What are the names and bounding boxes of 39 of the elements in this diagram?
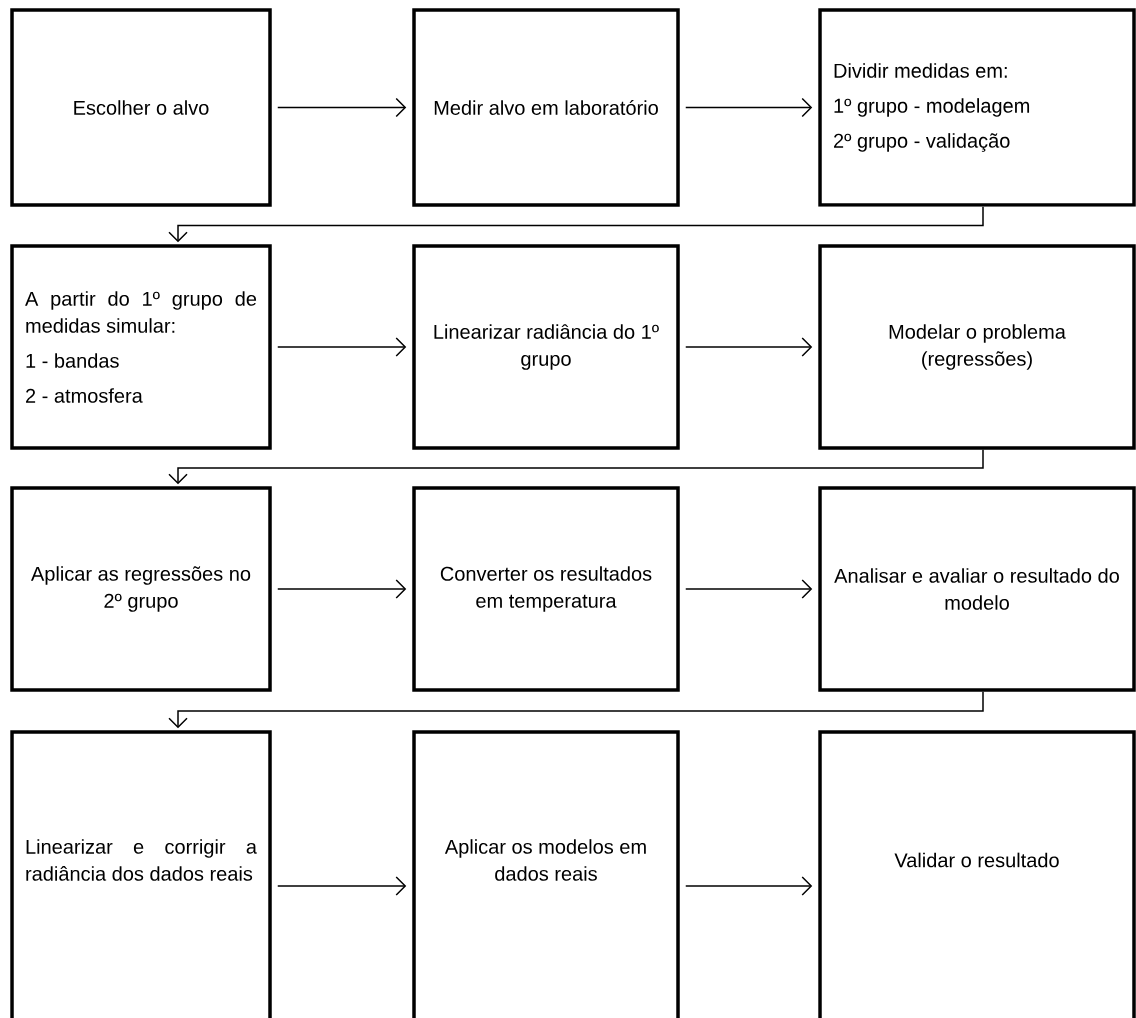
node-label: Linearizar e corrigir a radiância dos dados reais bbox=[26, 839, 257, 881]
arrow bbox=[277, 97, 407, 118]
process-box bbox=[818, 486, 1136, 692]
node-label: Converter os resultados em temperatura bbox=[440, 566, 652, 612]
node-label: 1 - bandas bbox=[26, 353, 119, 368]
process-box bbox=[818, 244, 1136, 450]
node-label: Analisar e avaliar o resultado do modelo bbox=[834, 568, 1119, 610]
arrow bbox=[685, 579, 813, 599]
process-box bbox=[818, 8, 1136, 207]
process-box bbox=[818, 730, 1136, 1018]
node-label: Validar o resultado bbox=[894, 852, 1059, 868]
arrow bbox=[277, 579, 407, 599]
arrow bbox=[685, 97, 813, 118]
node-label: Aplicar as regressões no 2º grupo bbox=[30, 566, 251, 612]
process-box bbox=[412, 730, 680, 1018]
node-label: 2 - atmosfera bbox=[26, 388, 143, 403]
process-box bbox=[10, 244, 272, 450]
node-label: Dividir medidas em: bbox=[834, 63, 1007, 78]
process-box bbox=[412, 244, 680, 450]
node-label: A partir do 1º grupo de medidas simular: bbox=[25, 291, 257, 333]
node-label: Escolher o alvo bbox=[74, 100, 209, 115]
process-box bbox=[10, 730, 272, 1018]
arrow bbox=[685, 337, 813, 357]
process-box bbox=[10, 8, 272, 207]
arrow bbox=[168, 691, 984, 729]
node-label: Modelar o problema (regressões) bbox=[889, 324, 1066, 370]
node-label: Linearizar radiância do 1º grupo bbox=[434, 324, 659, 370]
node-label: 2º grupo - validação bbox=[834, 133, 1010, 152]
process-box bbox=[10, 486, 272, 692]
node-label: Aplicar os modelos em dados reais bbox=[444, 839, 646, 881]
node-label: Medir alvo em laboratório bbox=[434, 100, 658, 115]
arrow bbox=[168, 206, 984, 243]
node-label: 1º grupo - modelagem bbox=[834, 98, 1030, 117]
process-box bbox=[412, 486, 680, 692]
arrow bbox=[277, 876, 407, 896]
arrow bbox=[685, 876, 813, 896]
process-box bbox=[412, 8, 680, 207]
arrow bbox=[168, 449, 984, 485]
arrow bbox=[277, 337, 407, 357]
